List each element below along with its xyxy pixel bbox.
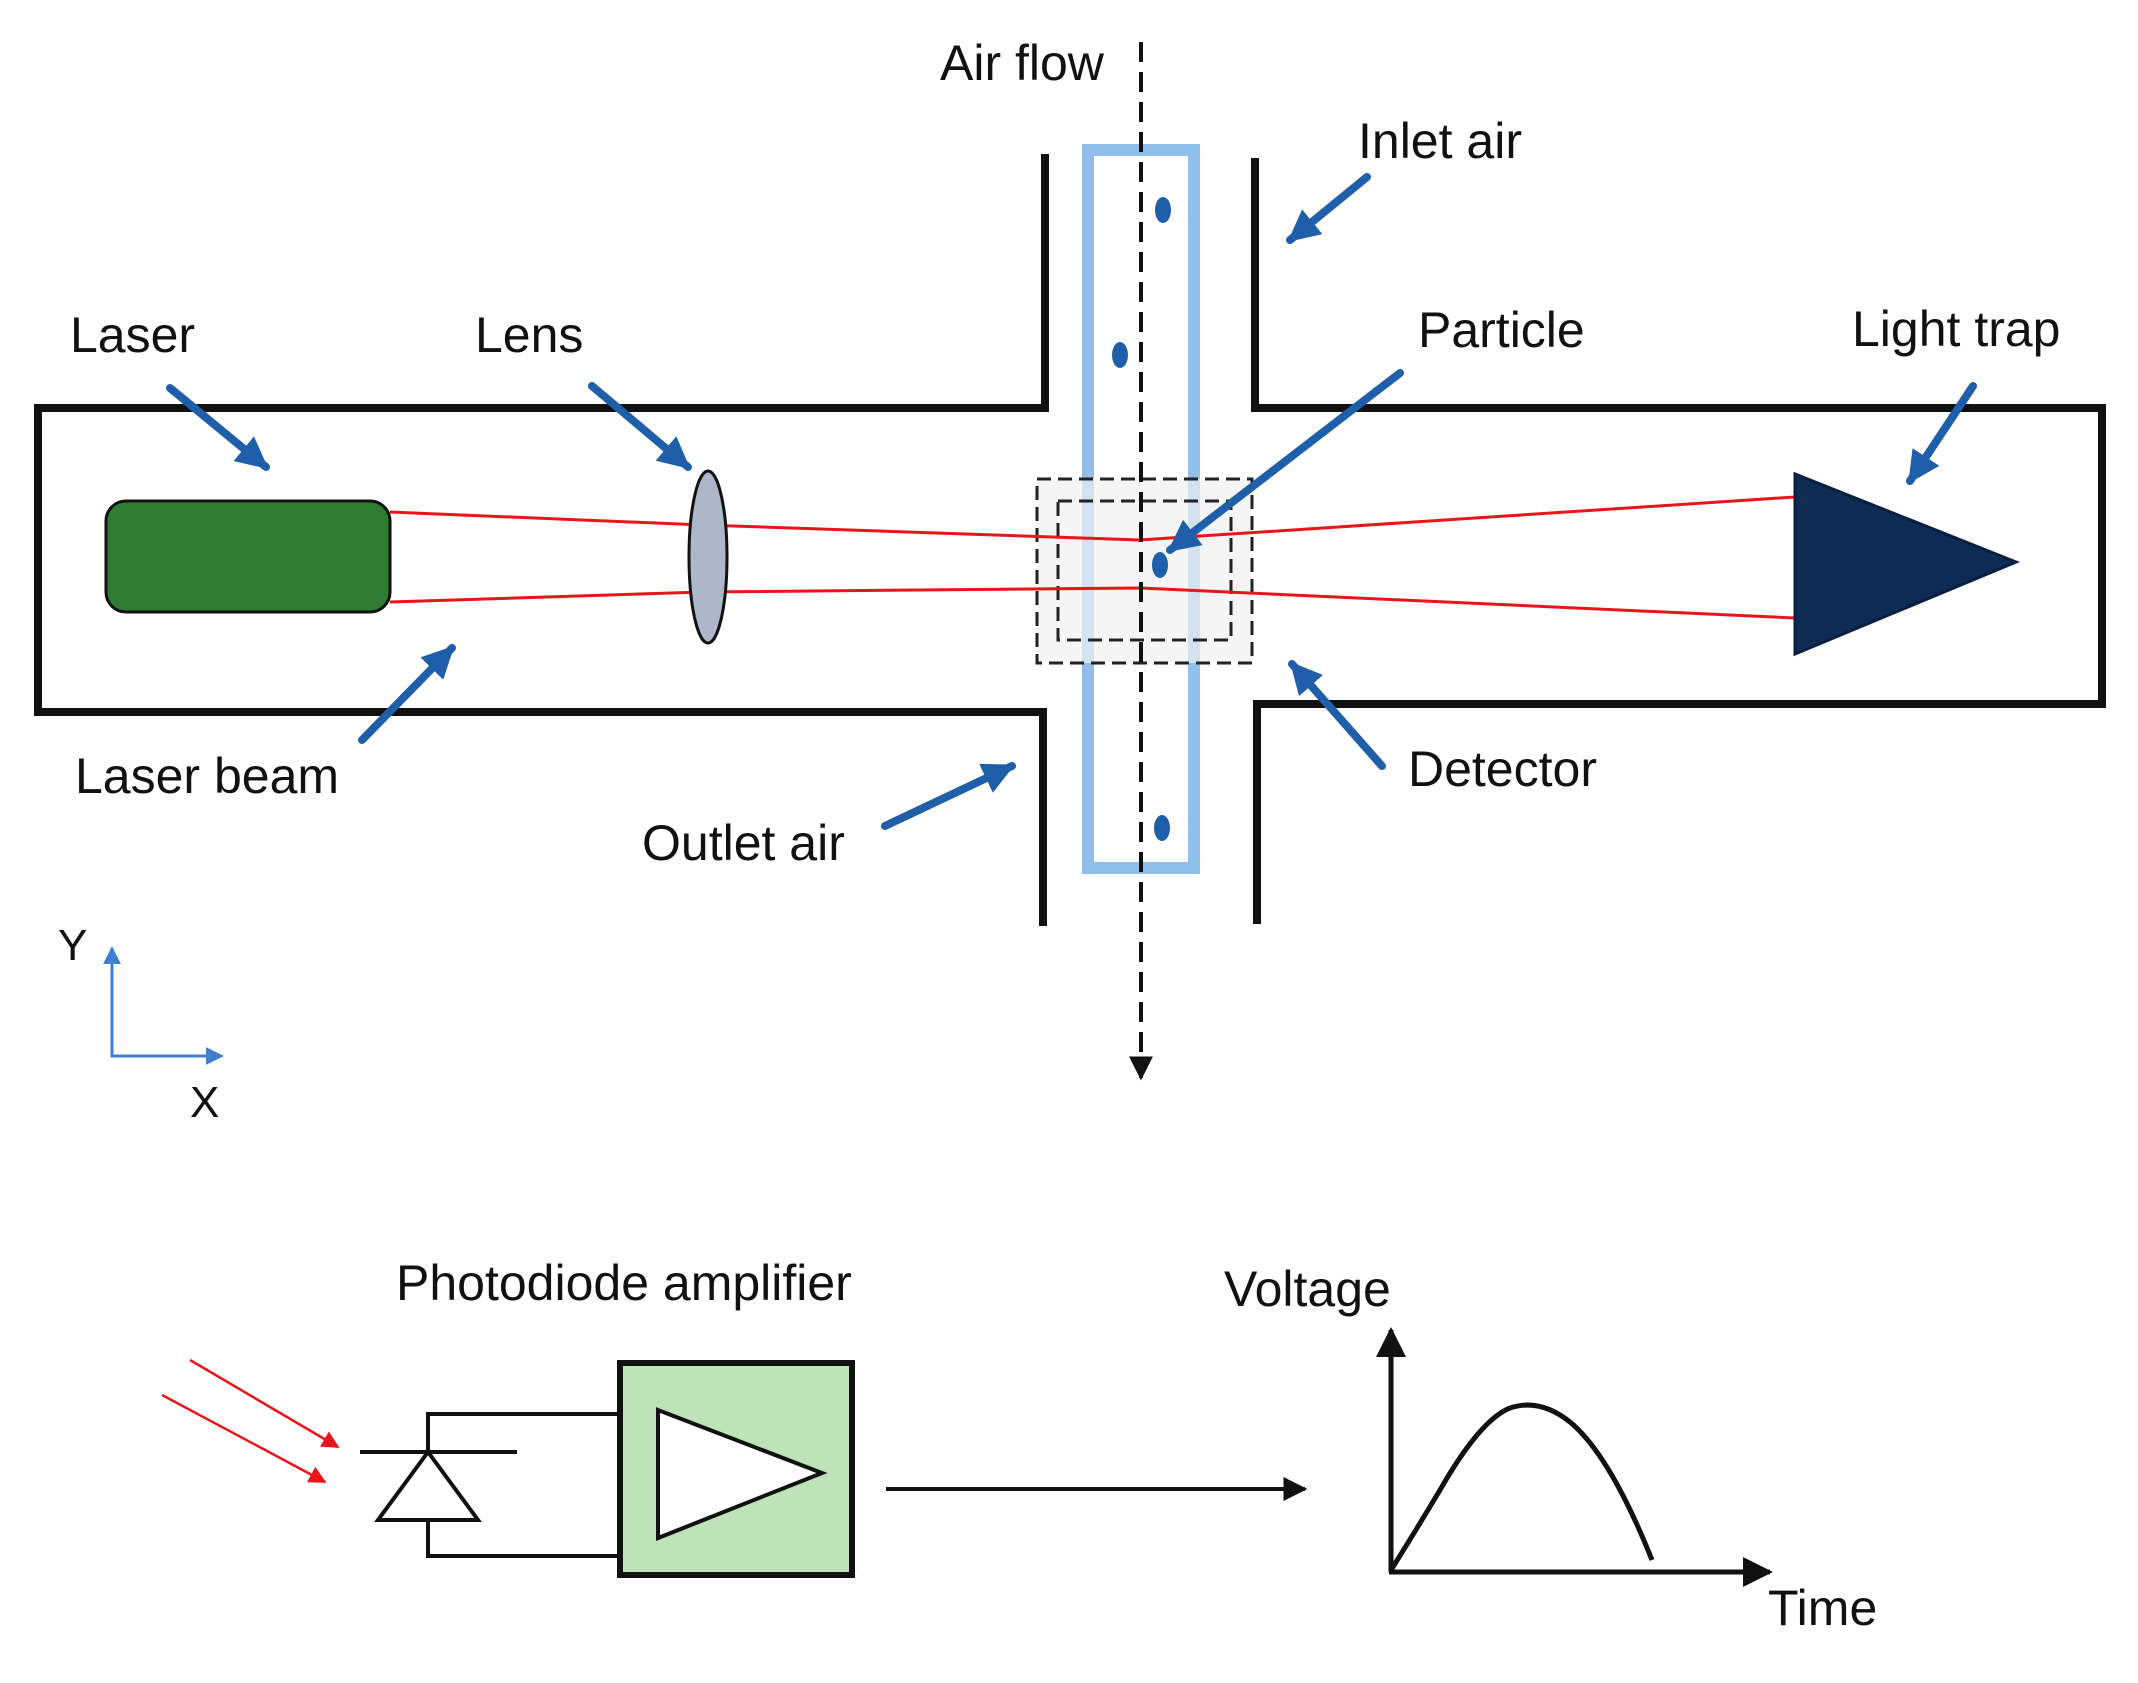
- label-air-flow: Air flow: [940, 35, 1105, 91]
- chamber-walls: [34, 154, 2106, 926]
- photodiode-icon: [360, 1412, 620, 1558]
- axis-label-x: X: [190, 1078, 219, 1127]
- pointer-arrows: [166, 173, 1977, 830]
- particle-dot: [1154, 815, 1170, 841]
- amplifier-triangle-icon: [656, 1407, 828, 1541]
- detector-outer-box: [1035, 477, 1254, 665]
- label-inlet-air: Inlet air: [1358, 113, 1522, 169]
- detector-region: [1035, 477, 1254, 665]
- label-light-trap: Light trap: [1852, 301, 2060, 357]
- label-lens: Lens: [475, 307, 583, 363]
- arrow-laser: [166, 384, 270, 471]
- arrow-light-trap: [1906, 382, 1977, 485]
- voltage-time-plot: Voltage Time: [1224, 1261, 1877, 1636]
- lens-shape: [687, 469, 729, 645]
- particle-dot: [1155, 197, 1171, 223]
- particle-dot: [1152, 552, 1168, 578]
- laser-source: [104, 499, 392, 614]
- arrow-lens: [588, 382, 692, 471]
- signal-pulse-curve: [1388, 1402, 1655, 1572]
- incoming-light-ray: [161, 1393, 327, 1484]
- particle-dot: [1112, 342, 1128, 368]
- label-outlet-air: Outlet air: [642, 815, 845, 871]
- chamber-right-section: [1251, 158, 2106, 924]
- arrow-detector: [1288, 660, 1386, 770]
- label-laser: Laser: [70, 307, 195, 363]
- arrow-particle: [1166, 369, 1404, 554]
- incoming-light-ray: [189, 1358, 340, 1449]
- arrow-outlet-air: [881, 762, 1016, 830]
- label-voltage: Voltage: [1224, 1261, 1391, 1317]
- label-laser-beam: Laser beam: [75, 748, 339, 804]
- laser-beam-lines: [389, 495, 1796, 620]
- particles: [1112, 197, 1171, 841]
- detector-inner-box: [1056, 499, 1233, 642]
- light-trap-shape: [1793, 471, 2020, 657]
- label-particle: Particle: [1418, 302, 1585, 358]
- label-photodiode-amplifier: Photodiode amplifier: [396, 1255, 852, 1311]
- arrow-laser-beam: [358, 644, 456, 744]
- arrow-inlet-air: [1286, 173, 1371, 244]
- axis-label-y: Y: [58, 921, 87, 970]
- chamber-left-section: [34, 154, 1049, 926]
- xy-axis-indicator: Y X: [58, 921, 224, 1127]
- label-time: Time: [1768, 1580, 1877, 1636]
- axis-lines: [110, 955, 218, 1058]
- label-detector: Detector: [1408, 741, 1597, 797]
- photodiode-amplifier-circuit: Photodiode amplifier: [161, 1255, 1308, 1578]
- diagram-labels: Air flow Inlet air Laser Lens Particle L…: [70, 35, 2060, 871]
